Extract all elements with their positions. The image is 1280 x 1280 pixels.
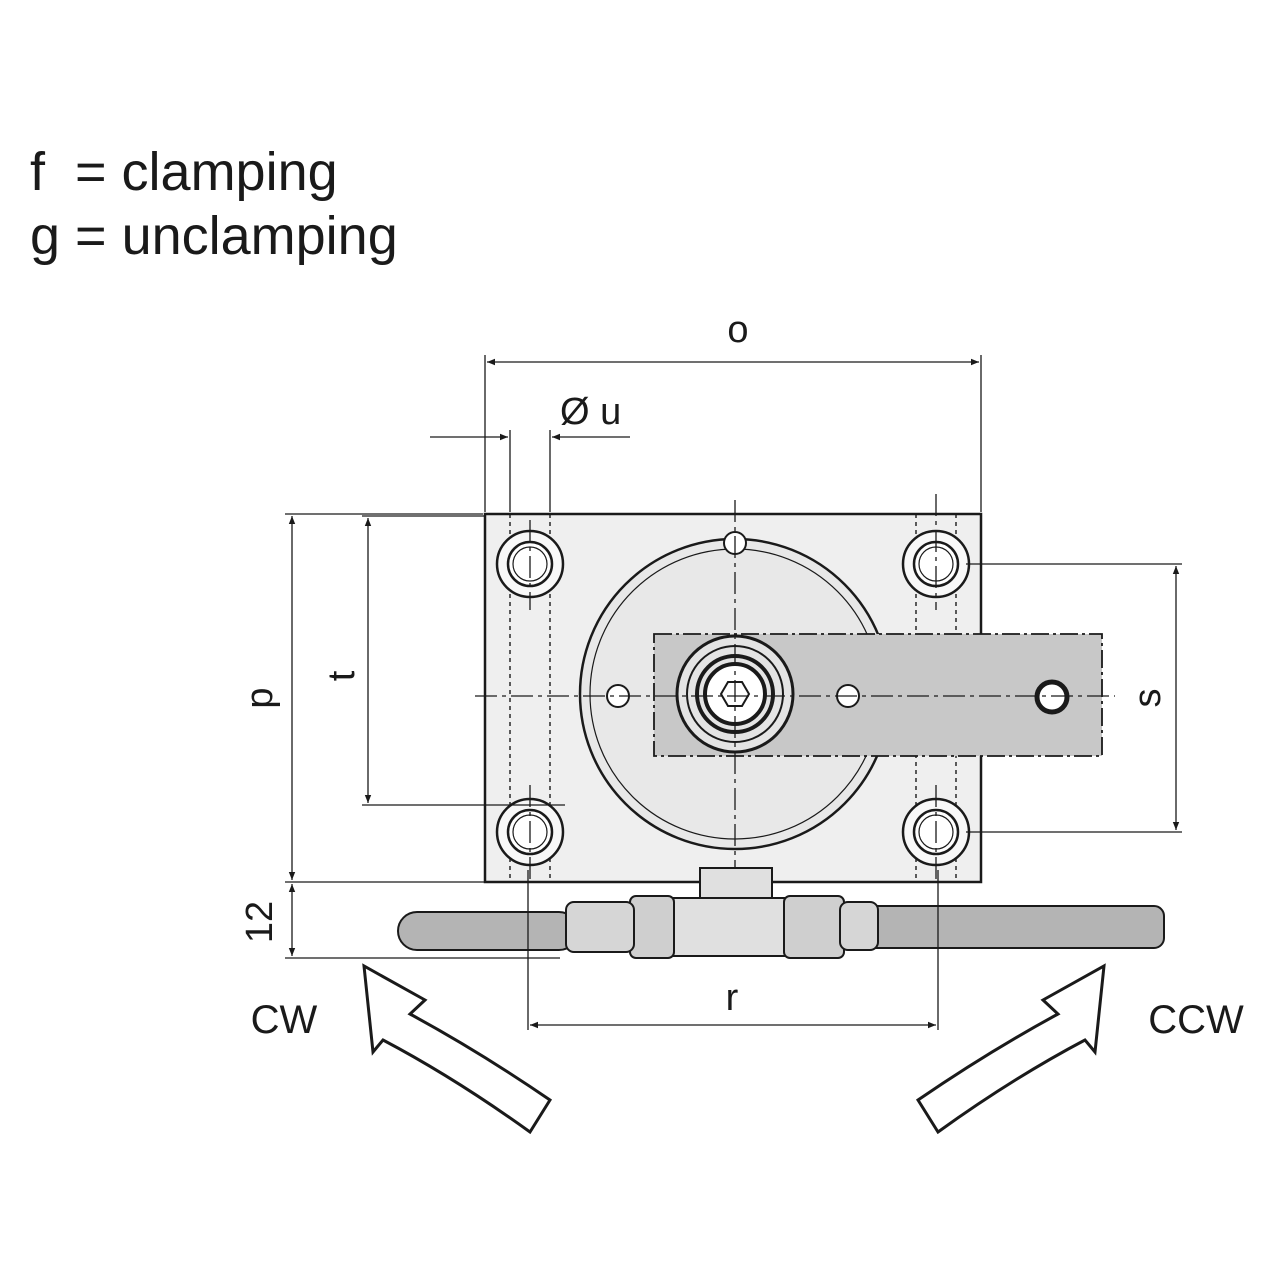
dimension-r — [527, 870, 939, 1030]
label-cw: CW — [251, 998, 318, 1042]
connector-left — [629, 895, 675, 959]
ccw-arrow-icon — [915, 963, 1106, 1135]
label-t: t — [321, 670, 363, 681]
legend-clamping: f = clamping — [30, 142, 338, 202]
label-o: o — [727, 309, 748, 351]
label-p: p — [239, 687, 281, 708]
connector-right — [783, 895, 845, 959]
legend: f = clamping g = unclamping — [30, 140, 398, 268]
label-12: 12 — [239, 901, 281, 943]
lever-hole — [1034, 679, 1070, 715]
dimension-u — [430, 430, 630, 512]
hose-right — [859, 905, 1165, 949]
nut-right — [839, 901, 879, 951]
hose-fitting — [397, 867, 1165, 959]
label-r: r — [726, 977, 739, 1019]
center-lines — [475, 494, 1115, 880]
legend-unclamping: g = unclamping — [30, 206, 398, 266]
dimension-s — [966, 563, 1182, 833]
dimension-12 — [285, 881, 560, 959]
cw-arrow-icon — [362, 963, 553, 1135]
label-ccw: CCW — [1148, 998, 1244, 1042]
label-s: s — [1127, 689, 1169, 708]
label-u: Ø u — [560, 391, 621, 433]
hose-left — [397, 911, 579, 951]
dimension-o — [484, 355, 982, 512]
tee-body — [671, 897, 801, 957]
nut-left — [565, 901, 635, 953]
dimension-t — [362, 515, 565, 806]
dimension-p — [285, 513, 483, 880]
